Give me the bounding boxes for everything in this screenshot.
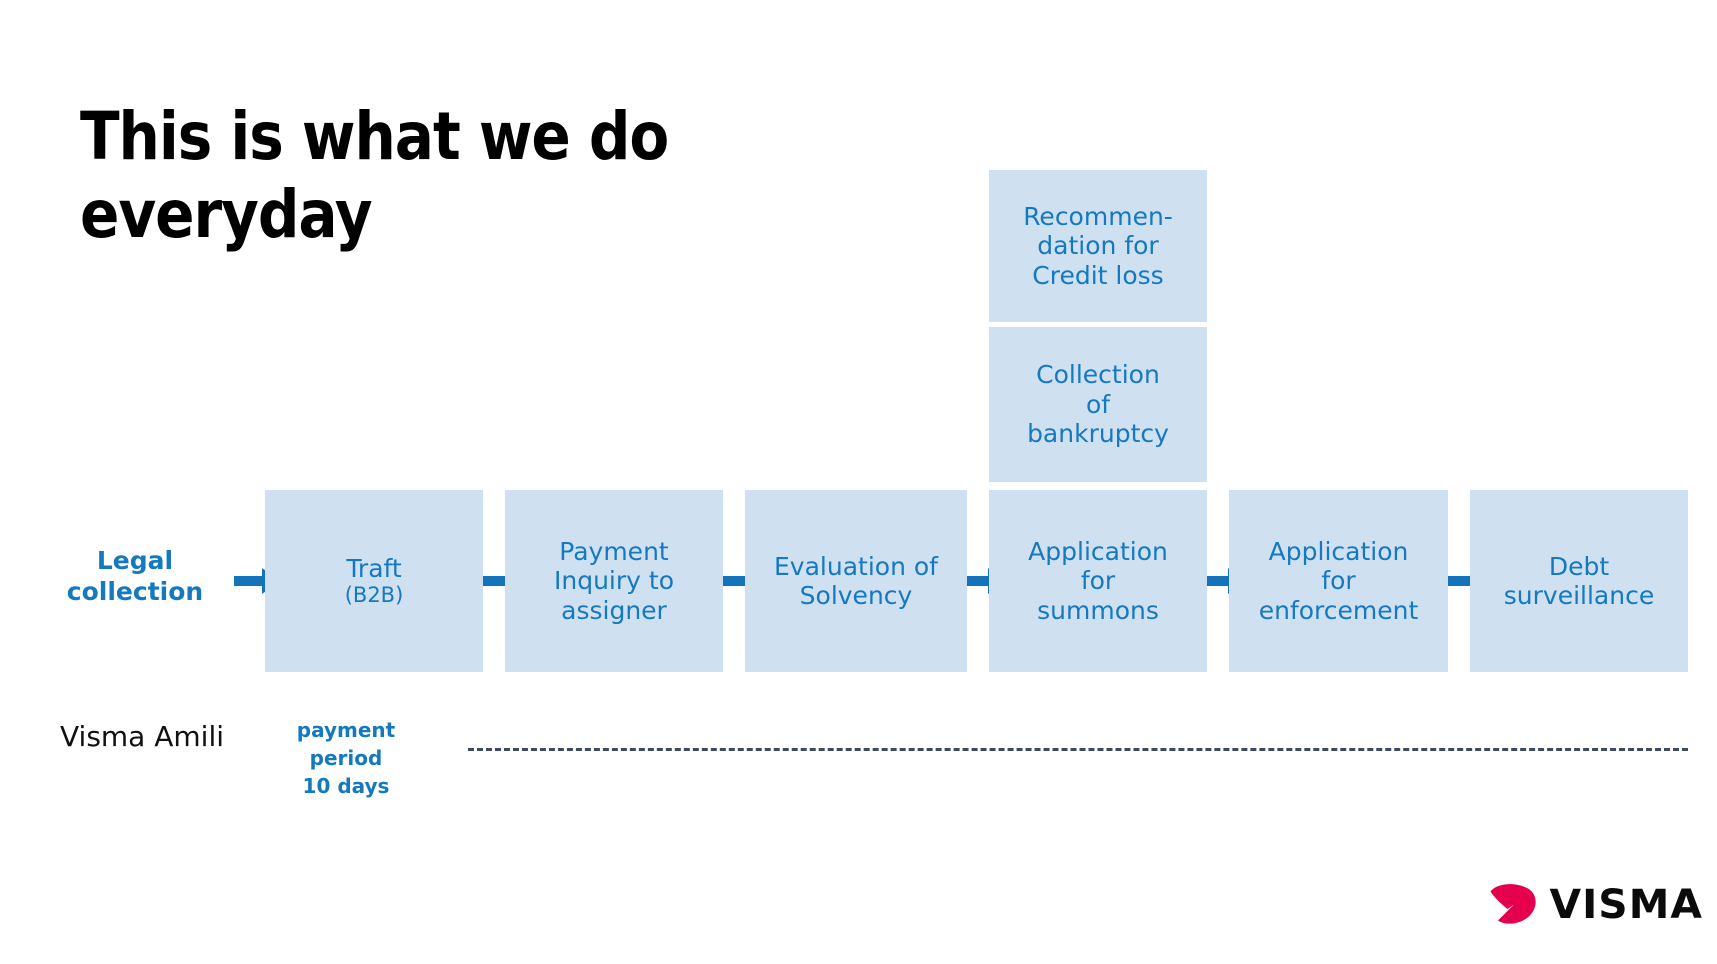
page-title: This is what we do everyday <box>80 98 669 253</box>
lane-label-visma-amili: Visma Amili <box>60 720 225 753</box>
process-box-payment-inquiry[interactable]: Payment Inquiry to assigner <box>505 490 723 672</box>
timeline-dashed-line <box>468 748 1688 751</box>
process-box-debt-surveillance[interactable]: Debt surveillance <box>1470 490 1688 672</box>
visma-logo: VISMA <box>1487 878 1702 932</box>
process-box-traft-label: Traft <box>346 553 402 583</box>
process-box-traft[interactable]: Traft (B2B) <box>265 490 483 672</box>
payment-period-label: payment period 10 days <box>296 718 396 798</box>
process-box-collection-of-bankruptcy[interactable]: Collection of bankruptcy <box>989 327 1207 482</box>
process-box-evaluation-of-solvency[interactable]: Evaluation of Solvency <box>745 490 967 672</box>
visma-wordmark: VISMA <box>1549 882 1703 928</box>
visma-swoosh-icon <box>1490 884 1536 924</box>
lane-label-legal-collection: Legal collection <box>66 546 204 607</box>
process-box-application-for-summons[interactable]: Application for summons <box>989 490 1207 672</box>
process-box-traft-sublabel: (B2B) <box>344 583 404 608</box>
process-box-recommendation-credit-loss[interactable]: Recommen- dation for Credit loss <box>989 170 1207 322</box>
process-box-application-for-enforcement[interactable]: Application for enforcement <box>1229 490 1448 672</box>
